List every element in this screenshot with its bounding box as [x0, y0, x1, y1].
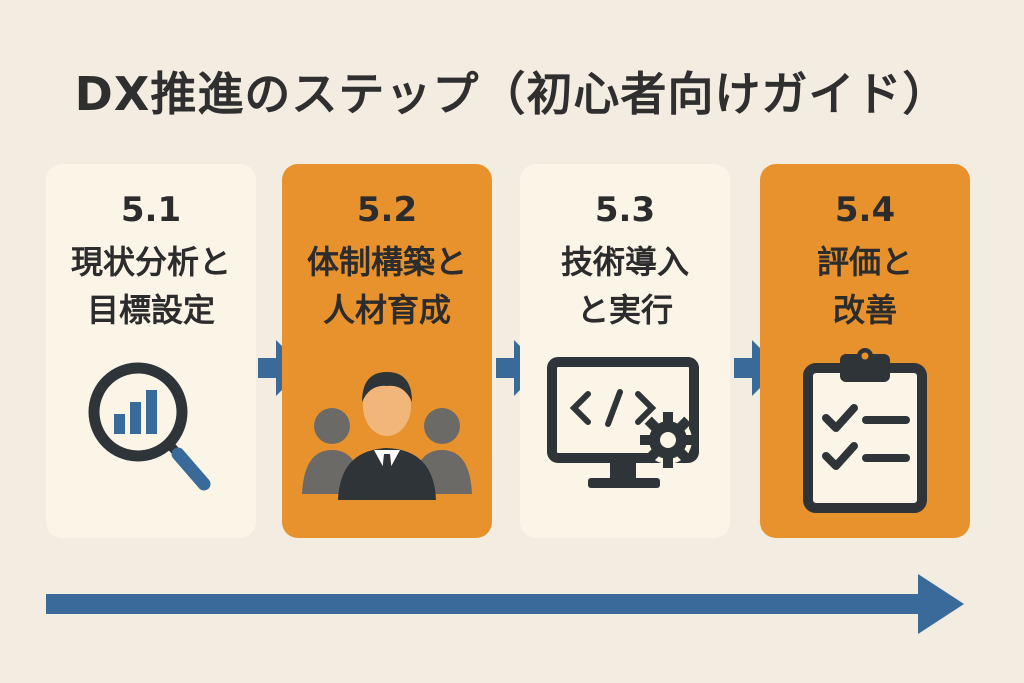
step-label: 技術導入 と実行: [560, 243, 689, 329]
timeline-arrow-icon: [46, 574, 964, 634]
arrow-right-icon: [496, 340, 542, 396]
step-number: 5.2: [356, 190, 418, 230]
clipboard-checklist-icon: [760, 344, 970, 514]
step-card-2: 5.2 体制構築と 人材育成: [282, 164, 492, 538]
team-people-icon: [282, 354, 492, 524]
step-card-1: 5.1 現状分析と 目標設定: [46, 164, 256, 538]
step-label: 体制構築と 人材育成: [306, 243, 467, 329]
step-number: 5.4: [834, 190, 896, 230]
step-number: 5.1: [120, 190, 182, 230]
arrow-right-icon: [258, 340, 304, 396]
step-number: 5.3: [594, 190, 656, 230]
monitor-code-gear-icon: [520, 354, 730, 524]
arrow-right-icon: [734, 340, 780, 396]
step-label: 現状分析と 目標設定: [70, 243, 231, 329]
step-card-3: 5.3 技術導入 と実行: [520, 164, 730, 538]
page-title: DX推進のステップ（初心者向けガイド）: [74, 67, 950, 121]
step-card-4: 5.4 評価と 改善: [760, 164, 970, 538]
step-label: 評価と 改善: [816, 243, 913, 329]
magnifier-bar-chart-icon: [46, 354, 256, 524]
